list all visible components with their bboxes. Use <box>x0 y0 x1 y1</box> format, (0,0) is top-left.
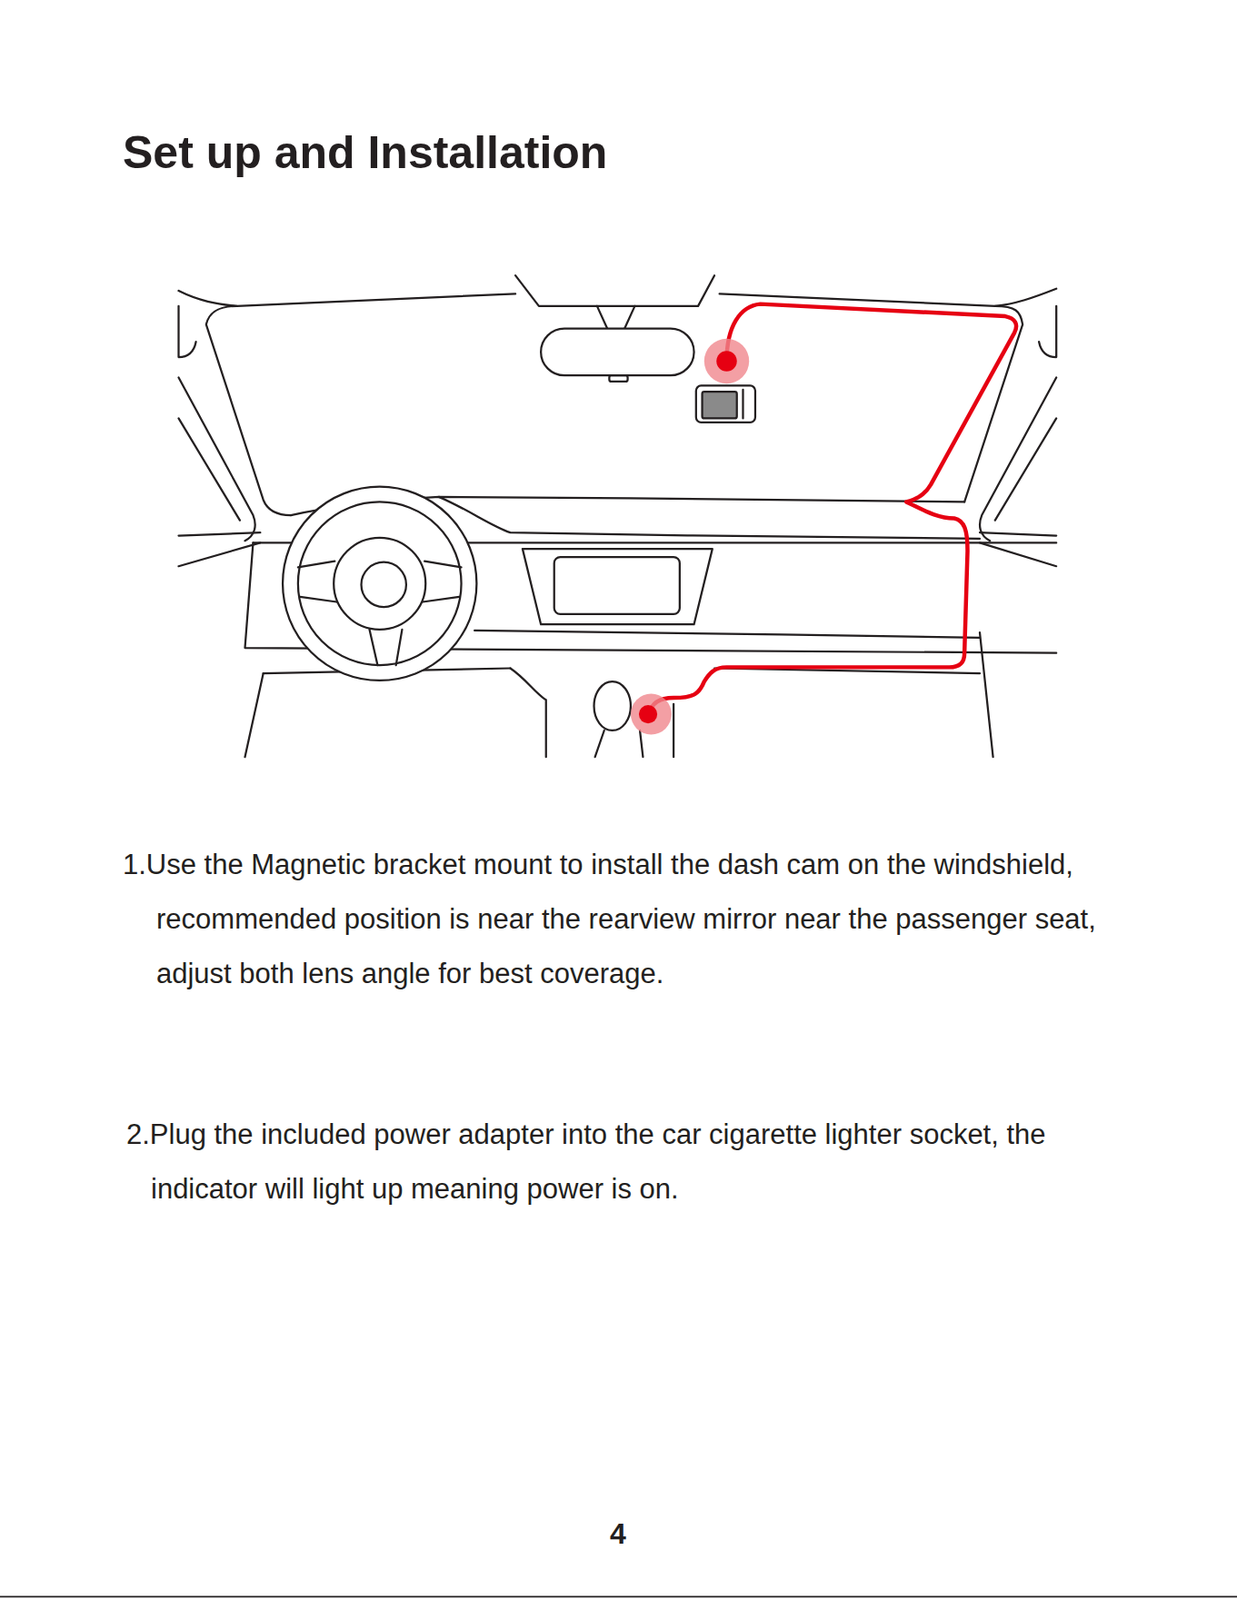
instruction-step: 2.Plug the included power adapter into t… <box>126 1107 1160 1218</box>
instruction-step: 1.Use the Magnetic bracket mount to inst… <box>122 837 1166 1002</box>
page-number: 4 <box>572 1516 664 1553</box>
page-title: Set up and Installation <box>122 125 608 180</box>
